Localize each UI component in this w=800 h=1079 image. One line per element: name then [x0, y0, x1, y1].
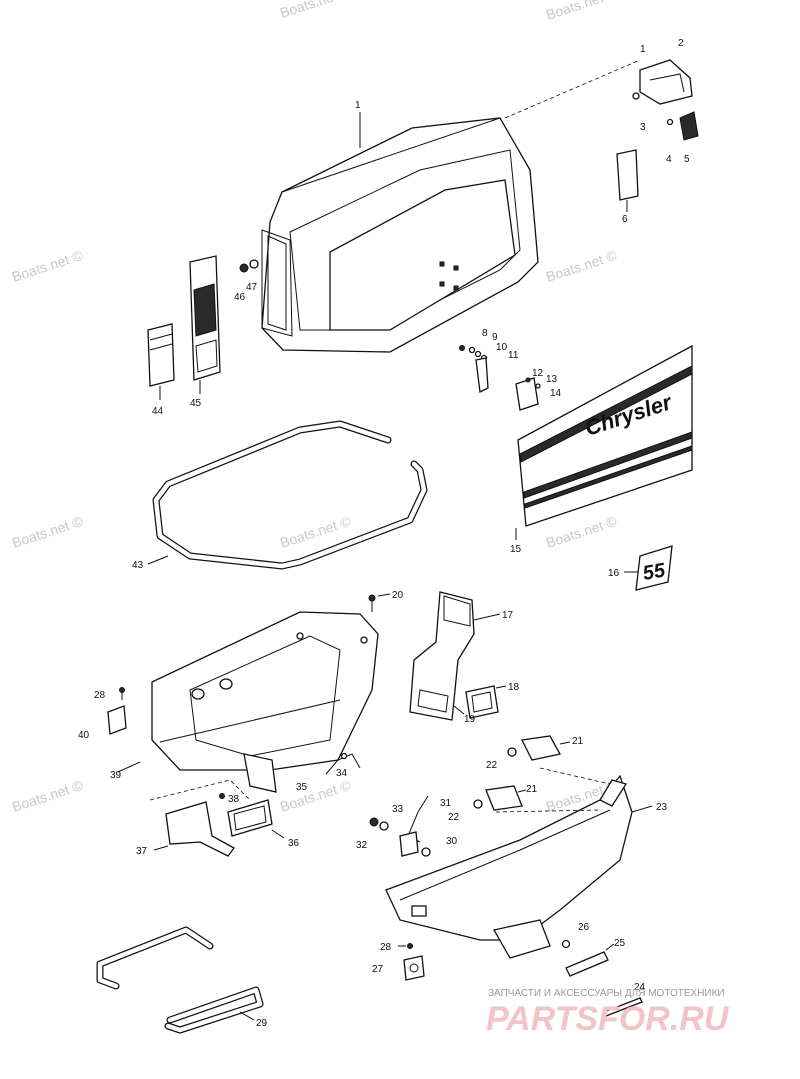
callout-28: 28: [380, 942, 392, 953]
callout-20: 20: [392, 590, 404, 601]
callout-21: 21: [526, 784, 538, 795]
callout-1: 1: [355, 100, 361, 111]
callout-39: 39: [110, 770, 122, 781]
callout-2: 2: [678, 38, 684, 49]
watermark: Boats.net ©: [10, 777, 85, 815]
watermark: Boats.net ©: [544, 247, 619, 285]
callout-44: 44: [152, 406, 164, 417]
decal-55: [635, 545, 673, 591]
callout-34: 34: [336, 768, 348, 779]
clamp-21b: [485, 785, 523, 811]
callout-1: 1: [640, 44, 646, 55]
watermark: Boats.net ©: [10, 247, 85, 285]
top-cowl: [261, 117, 539, 353]
callout-19: 19: [464, 714, 476, 725]
callout-15: 15: [510, 544, 522, 555]
footer-tagline: ЗАПЧАСТИ И АКСЕССУАРЫ ДЛЯ МОТОТЕХНИКИ: [488, 988, 725, 999]
callout-4: 4: [666, 154, 672, 165]
grommet-36: [227, 799, 273, 837]
watermark: Boats.net ©: [278, 777, 353, 815]
callout-16: 16: [608, 568, 620, 579]
callout-28: 28: [94, 690, 106, 701]
callout-22: 22: [448, 812, 460, 823]
callout-18: 18: [508, 682, 520, 693]
watermark: Boats.net ©: [10, 513, 85, 551]
decal-chrysler-15: Chrysler: [517, 344, 693, 527]
callout-27: 27: [372, 964, 384, 975]
decal-44: [147, 323, 175, 387]
callout-14: 14: [550, 388, 562, 399]
latch-40: [107, 705, 127, 735]
plate-6: [616, 149, 639, 201]
seal-43: [152, 420, 428, 570]
callout-13: 13: [546, 374, 558, 385]
vent-grille-45: [189, 255, 221, 381]
bracket-17: [409, 591, 475, 721]
bolt-24: [603, 997, 643, 1017]
decal-number-text: 55: [641, 559, 668, 585]
watermark: Boats.net ©: [278, 0, 353, 21]
callout-36: 36: [288, 838, 300, 849]
callout-23: 23: [656, 802, 668, 813]
callout-47: 47: [246, 282, 258, 293]
lower-pan-left: [151, 611, 379, 793]
callout-10: 10: [496, 342, 508, 353]
hose-29: [96, 926, 264, 1034]
bracket-25: [565, 951, 609, 977]
callout-8: 8: [482, 328, 488, 339]
nut-46: [239, 263, 249, 273]
callout-37: 37: [136, 846, 148, 857]
callout-38: 38: [228, 794, 240, 805]
callout-45: 45: [190, 398, 202, 409]
watermark: Boats.net ©: [544, 0, 619, 23]
callout-5: 5: [684, 154, 690, 165]
callout-26: 26: [578, 922, 590, 933]
callout-43: 43: [132, 560, 144, 571]
callout-21: 21: [572, 736, 584, 747]
callout-3: 3: [640, 122, 646, 133]
callout-11: 11: [508, 350, 519, 361]
callout-6: 6: [622, 214, 628, 225]
footer-logo: PARTSFOR.RU: [486, 1000, 730, 1038]
callout-17: 17: [502, 610, 514, 621]
callout-12: 12: [532, 368, 544, 379]
bracket-37: [165, 801, 235, 857]
callout-31: 31: [440, 798, 452, 809]
callout-30: 30: [446, 836, 458, 847]
callout-22: 22: [486, 760, 498, 771]
washer-47: [249, 259, 259, 269]
callout-9: 9: [492, 332, 498, 343]
callout-24: 24: [634, 982, 646, 993]
callout-40: 40: [78, 730, 90, 741]
latch-27: [403, 955, 425, 981]
bracket-assembly: [459, 345, 541, 411]
clamp-21a: [521, 735, 561, 761]
callout-35: 35: [296, 782, 308, 793]
lower-pan-right: [385, 774, 633, 959]
callout-29: 29: [256, 1018, 268, 1029]
callout-25: 25: [614, 938, 626, 949]
callout-32: 32: [356, 840, 368, 851]
callout-46: 46: [234, 292, 246, 303]
callout-33: 33: [392, 804, 404, 815]
latch-assembly: [632, 59, 699, 141]
watermark: Boats.net ©: [544, 513, 619, 551]
